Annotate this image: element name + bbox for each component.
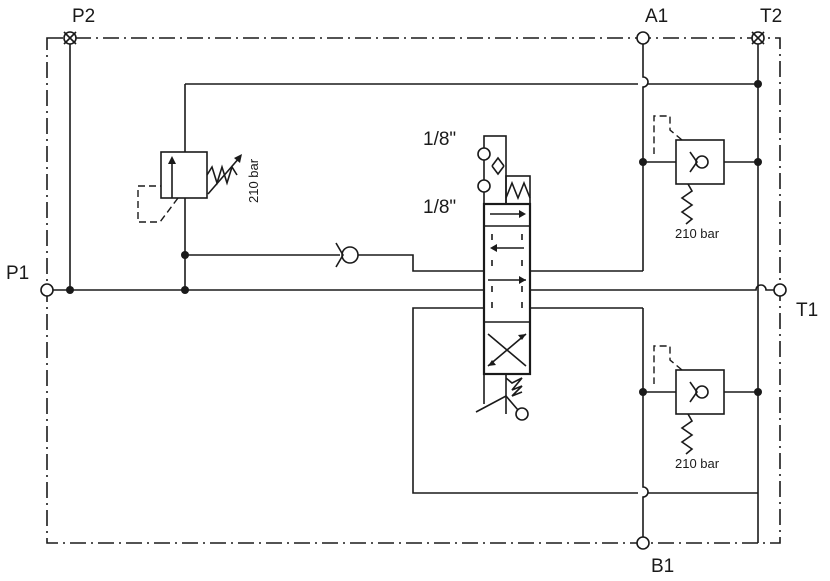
port-b1-circle — [636, 536, 650, 550]
junction-dots — [66, 80, 762, 396]
relief-valve-b: 210 bar — [653, 345, 725, 471]
relief-b-setting-label: 210 bar — [675, 456, 720, 471]
orifice-label-upper: 1/8" — [423, 129, 456, 150]
port-t1-circle — [773, 283, 787, 297]
port-p2-plugged — [63, 31, 77, 45]
adjustable-relief-setting-label: 210 bar — [246, 158, 261, 203]
port-a1-circle — [636, 31, 650, 45]
orifice-label-lower: 1/8" — [423, 197, 456, 218]
port-label-a1: A1 — [645, 6, 668, 27]
port-label-t1: T1 — [796, 300, 818, 321]
port-t2-plugged — [751, 31, 765, 45]
port-label-p1: P1 — [6, 263, 29, 284]
port-label-t2: T2 — [760, 6, 782, 27]
port-label-p2: P2 — [72, 6, 95, 27]
adjustable-relief-valve: 210 bar — [137, 151, 261, 223]
port-p1-circle — [40, 283, 54, 297]
check-valve — [335, 242, 359, 268]
port-label-b1: B1 — [651, 556, 674, 577]
main-lines — [47, 38, 780, 543]
relief-a-setting-label: 210 bar — [675, 226, 720, 241]
relief-valve-a: 210 bar — [653, 115, 725, 241]
directional-control-valve: 1/8" 1/8" — [423, 129, 532, 421]
